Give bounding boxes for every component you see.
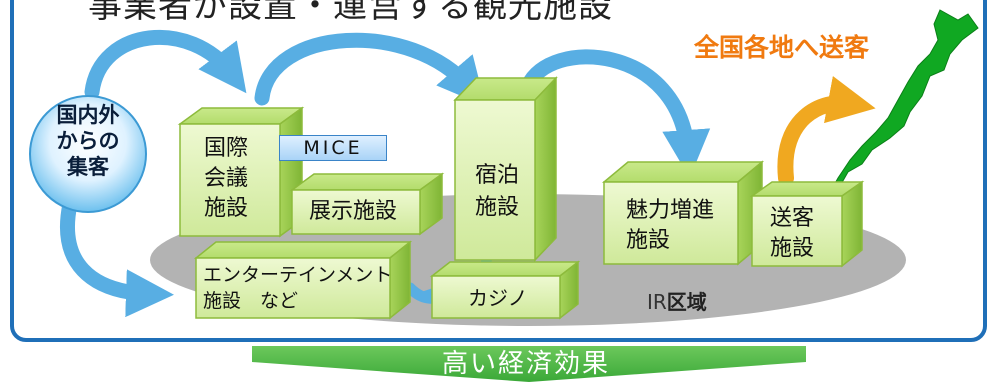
conference-label-line: 施設	[204, 196, 249, 221]
casino-box	[429, 260, 581, 320]
result-banner-arrow	[252, 346, 806, 382]
exhibition-box	[289, 172, 445, 236]
exhibition-label: 展示施設	[309, 199, 398, 224]
transfer-label-line: 送客	[770, 206, 815, 231]
attraction-label: 魅力増進 施設	[626, 196, 714, 256]
conference-label-line: 会議	[204, 166, 249, 191]
arrow-conference-to-hotel	[254, 32, 486, 107]
ir-area-label: IR区域	[647, 286, 707, 315]
visitor-label-line: 国内外	[56, 103, 120, 127]
globe-circle-icon	[29, 95, 147, 213]
attraction-label-line: 施設	[626, 228, 671, 253]
entertainment-label: エンターテインメント 施設 など	[203, 262, 392, 314]
transfer-box	[749, 180, 865, 268]
page-title: 事業者が設置・運営する観光施設	[88, 0, 613, 26]
hotel-box	[453, 76, 558, 262]
ir-area-suffix: 区域	[666, 290, 707, 314]
conference-label-line: 国際	[204, 136, 249, 161]
visitor-label-line: 集客	[67, 155, 109, 179]
arrow-hotel-to-attraction	[520, 49, 711, 178]
entertainment-label-line: エンターテインメント	[203, 264, 393, 286]
national-transfer-label: 全国各地へ送客	[694, 33, 870, 62]
entertainment-box	[193, 240, 413, 320]
hotel-label-line: 宿泊	[475, 163, 520, 188]
mice-tag: MICE	[279, 135, 387, 161]
arrow-transfer-to-japan	[777, 76, 876, 186]
transfer-label-line: 施設	[770, 236, 815, 261]
ir-area-prefix: IR	[647, 290, 667, 314]
visitor-label-line: からの	[56, 129, 120, 153]
arrow-visitor-to-conference	[84, 29, 247, 100]
visitor-label: 国内外 からの 集客	[36, 102, 140, 180]
attraction-box	[601, 160, 765, 266]
attraction-label-line: 魅力増進	[626, 198, 715, 223]
entertainment-label-line: 施設 など	[203, 290, 299, 312]
japan-map-icon	[827, 9, 979, 197]
casino-label: カジノ	[468, 286, 528, 310]
hotel-label: 宿泊 施設	[475, 160, 519, 224]
conference-label: 国際 会議 施設	[204, 134, 248, 224]
hotel-label-line: 施設	[475, 195, 520, 220]
arrow-visitor-to-entertainment	[60, 196, 174, 318]
economic-effect-banner: 高い経済効果	[441, 349, 610, 379]
transfer-label: 送客 施設	[770, 204, 814, 264]
